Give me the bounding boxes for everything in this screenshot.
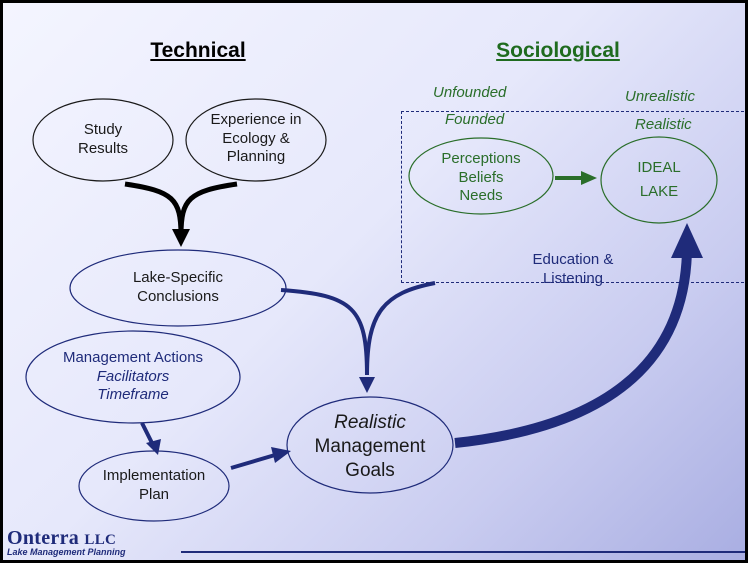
realistic-goals-ellipse [286, 396, 454, 494]
goals-side-arrowhead [271, 447, 291, 463]
facilitators-text: Facilitators [96, 367, 170, 385]
education-to-goals-arrow [365, 281, 436, 376]
heading-sociological: Sociological [496, 39, 620, 62]
conclusions-ellipse [69, 249, 287, 327]
label-education-listening: Education & Listening [532, 251, 614, 287]
diagram-shapes [25, 98, 718, 522]
ideal-lake-arrowhead [671, 223, 703, 258]
logo-suffix: LLC [84, 532, 117, 548]
actions-to-implementation-arrow [140, 422, 155, 446]
ideal-lake-ellipse [600, 136, 718, 224]
node-realistic-goals: Realistic Management Goals [314, 412, 426, 481]
management-actions-ellipse [25, 330, 241, 424]
node-ideal-lake: IDEAL LAKE [637, 159, 681, 200]
implementation-arrowhead [146, 439, 161, 455]
logo-tagline: Lake Management Planning [7, 547, 126, 557]
node-implementation: Implementation Plan [102, 467, 206, 503]
node-experience: Experience in Ecology & Planning [210, 110, 302, 166]
label-unrealistic: Unrealistic [625, 88, 696, 105]
node-management-actions: Management Actions Facilitators Timefram… [62, 348, 204, 404]
node-study-results: Study Results [77, 121, 129, 157]
conclusions-arrowhead [172, 229, 190, 247]
timeframe-text: Timeframe [97, 386, 169, 404]
footer-rule [181, 551, 745, 553]
label-founded: Founded [445, 111, 505, 128]
heading-technical: Technical [150, 39, 246, 62]
label-realistic: Realistic [635, 116, 692, 133]
perceptions-ellipse [408, 137, 554, 215]
implementation-to-goals-arrow [230, 453, 276, 470]
goals-to-ideal-arrow [454, 250, 692, 448]
experience-ellipse [185, 98, 327, 182]
logo-name: Onterra [7, 527, 80, 549]
node-conclusions: Lake-Specific Conclusions [132, 269, 224, 305]
study-to-conclusions-arrow [124, 181, 184, 236]
label-unfounded: Unfounded [433, 84, 507, 101]
goals-arrowhead [359, 377, 375, 393]
study-results-ellipse [32, 98, 174, 182]
sociological-region-box [401, 111, 745, 283]
conclusions-to-goals-arrow [280, 288, 369, 376]
node-perceptions: Perceptions Beliefs Needs [441, 149, 521, 205]
realistic-italic-text: Realistic [334, 412, 406, 434]
onterra-logo: Onterra LLC Lake Management Planning [7, 527, 126, 557]
ideal-arrowhead [581, 171, 597, 185]
experience-to-conclusions-arrow [178, 181, 238, 236]
